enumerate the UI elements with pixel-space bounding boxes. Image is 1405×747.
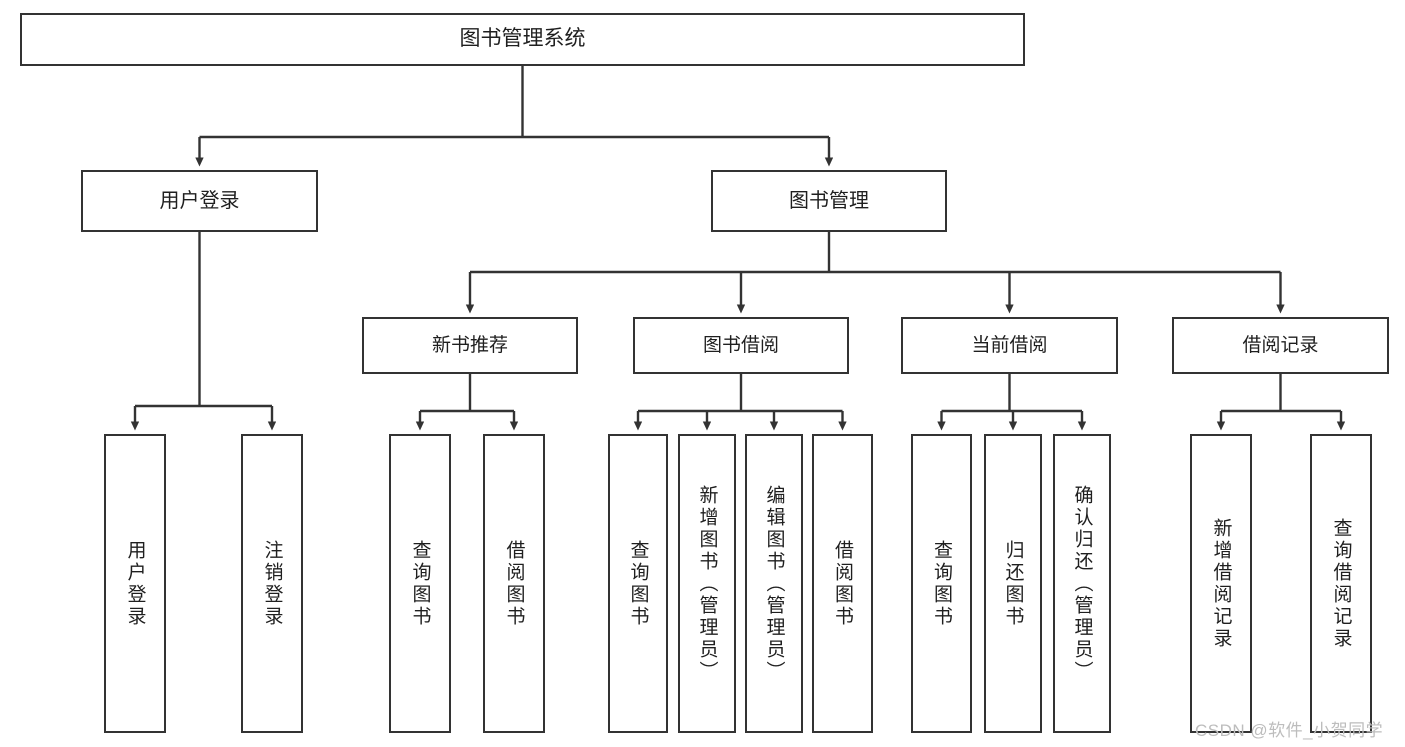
node-user-login[interactable]: 用户登录 — [81, 170, 318, 232]
node-leaf-add-book[interactable]: 新增图书（管理员） — [678, 434, 736, 733]
node-leaf-query-borrow-record-label: 查询借阅记录 — [1330, 517, 1352, 650]
node-leaf-borrow-book-recommend[interactable]: 借阅图书 — [483, 434, 545, 733]
node-leaf-add-borrow-record-label: 新增借阅记录 — [1210, 517, 1232, 650]
node-leaf-user-login[interactable]: 用户登录 — [104, 434, 166, 733]
node-root-label: 图书管理系统 — [459, 27, 586, 51]
node-book-management[interactable]: 图书管理 — [711, 170, 947, 232]
node-user-login-label: 用户登录 — [159, 189, 240, 212]
node-new-book-recommend-label: 新书推荐 — [431, 334, 508, 356]
node-book-management-label: 图书管理 — [789, 189, 869, 212]
node-borrow-records[interactable]: 借阅记录 — [1172, 317, 1389, 374]
node-root[interactable]: 图书管理系统 — [20, 13, 1025, 66]
node-current-borrow-label: 当前借阅 — [971, 334, 1048, 356]
node-leaf-add-borrow-record[interactable]: 新增借阅记录 — [1190, 434, 1252, 733]
node-leaf-query-book-borrow[interactable]: 查询图书 — [608, 434, 668, 733]
node-leaf-logout-label: 注销登录 — [261, 539, 283, 628]
node-book-borrow[interactable]: 图书借阅 — [633, 317, 849, 374]
node-leaf-borrow-book-label: 借阅图书 — [832, 539, 853, 628]
node-borrow-records-label: 借阅记录 — [1242, 334, 1319, 356]
node-leaf-query-book-recommend-label: 查询图书 — [409, 539, 431, 628]
node-current-borrow[interactable]: 当前借阅 — [901, 317, 1118, 374]
node-leaf-query-book-borrow-label: 查询图书 — [627, 539, 649, 628]
node-leaf-borrow-book[interactable]: 借阅图书 — [812, 434, 873, 733]
node-leaf-add-book-label: 新增图书（管理员） — [696, 484, 718, 683]
node-leaf-edit-book-label: 编辑图书（管理员） — [763, 484, 785, 683]
node-leaf-confirm-return-label: 确认归还（管理员） — [1071, 484, 1093, 683]
node-leaf-edit-book[interactable]: 编辑图书（管理员） — [745, 434, 803, 733]
node-leaf-logout[interactable]: 注销登录 — [241, 434, 303, 733]
node-new-book-recommend[interactable]: 新书推荐 — [362, 317, 578, 374]
node-leaf-return-book-label: 归还图书 — [1002, 539, 1024, 628]
node-leaf-query-book-current-label: 查询图书 — [931, 539, 952, 628]
node-leaf-borrow-book-recommend-label: 借阅图书 — [503, 539, 525, 628]
node-leaf-query-borrow-record[interactable]: 查询借阅记录 — [1310, 434, 1372, 733]
node-leaf-return-book[interactable]: 归还图书 — [984, 434, 1042, 733]
node-leaf-query-book-recommend[interactable]: 查询图书 — [389, 434, 451, 733]
node-leaf-user-login-label: 用户登录 — [124, 539, 146, 628]
node-book-borrow-label: 图书借阅 — [702, 334, 779, 356]
node-leaf-query-book-current[interactable]: 查询图书 — [911, 434, 972, 733]
node-leaf-confirm-return[interactable]: 确认归还（管理员） — [1053, 434, 1111, 733]
